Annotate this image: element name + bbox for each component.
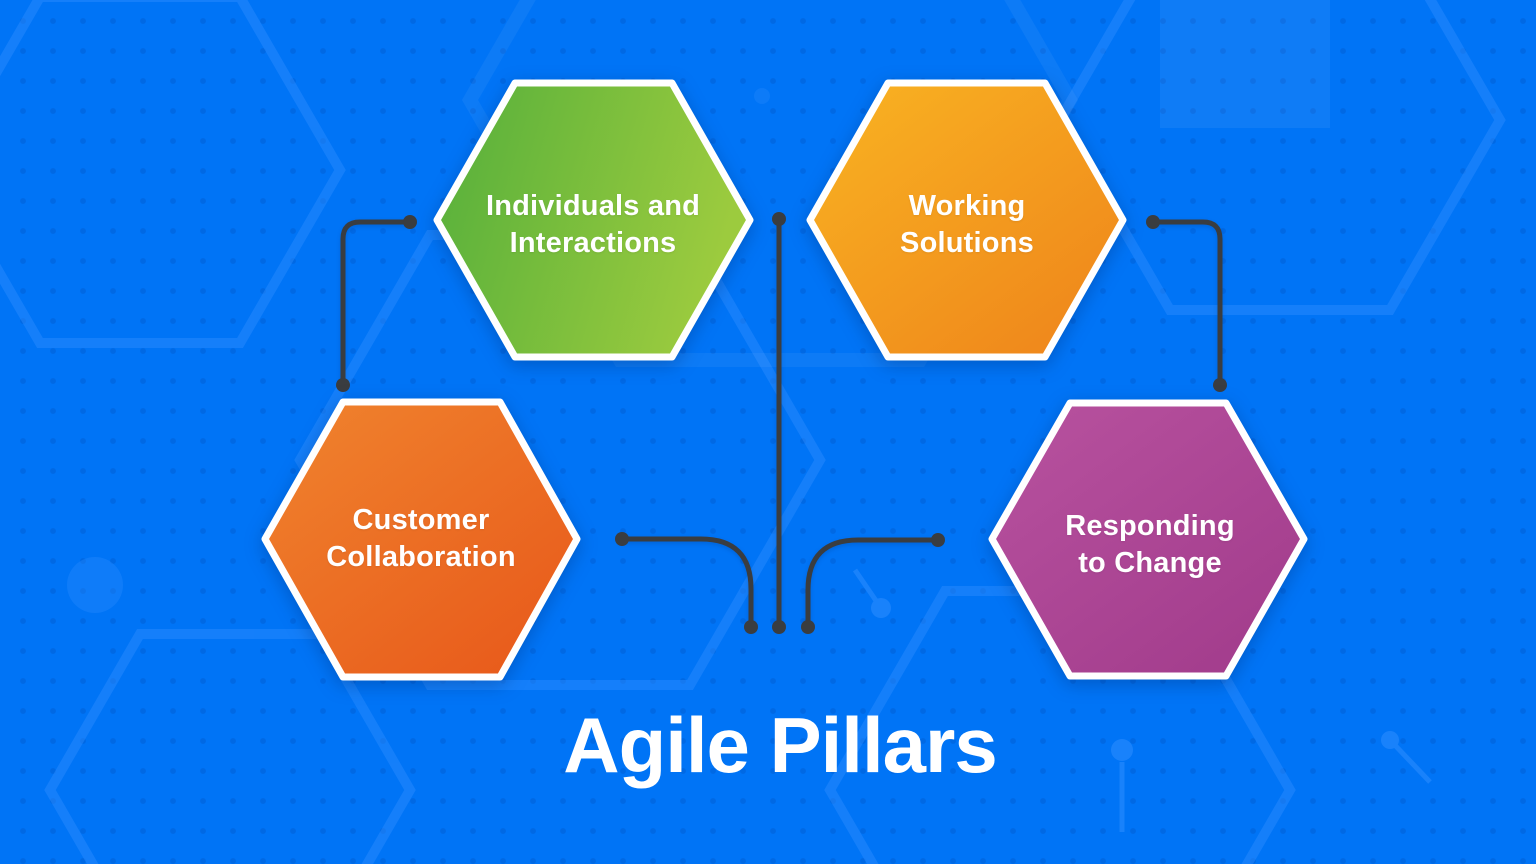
hexagon-customer-collaboration (261, 398, 581, 681)
hexagon-label-line: Solutions (900, 227, 1034, 259)
connector-endpoint-dot (336, 378, 350, 392)
hexagon-label-line: Working (908, 190, 1026, 222)
hexagon-label-line: Individuals and (485, 190, 701, 222)
connector-topright-elbow (1150, 219, 1223, 388)
hexagon-label-line: Customer (352, 504, 490, 536)
hexagon-label-individuals-and-interactions: Individuals and Interactions (443, 188, 743, 262)
connector-endpoint-dot (931, 533, 945, 547)
connector-bottomleft-curve (619, 536, 754, 630)
connector-endpoint-dot (403, 215, 417, 229)
hexagon-responding-to-change (988, 399, 1308, 680)
connector-endpoint-dot (1146, 215, 1160, 229)
hexagon-label-line: Interactions (509, 227, 677, 259)
connector-topleft-elbow (340, 219, 413, 388)
decor-light-block (1160, 0, 1330, 128)
decor-hexagon-outline (0, 0, 346, 348)
connector-bottomright-curve (805, 537, 941, 630)
hexagon-working-solutions (806, 79, 1127, 361)
hexagon-label-customer-collaboration: Customer Collaboration (271, 502, 571, 576)
connector-endpoint-dot (744, 620, 758, 634)
connector-endpoint-dot (772, 212, 786, 226)
connector-endpoint-dot (772, 620, 786, 634)
hexagon-label-working-solutions: Working Solutions (817, 188, 1117, 262)
page-title: Agile Pillars (563, 701, 998, 789)
hexagon-label-line: Collaboration (326, 541, 516, 573)
hexagon-label-line: to Change (1078, 547, 1222, 579)
hexagon-label-responding-to-change: Responding to Change (1000, 508, 1300, 582)
hexagon-individuals-and-interactions (433, 79, 754, 361)
hexagon-label-line: Responding (1065, 510, 1235, 542)
connector-endpoint-dot (801, 620, 815, 634)
connector-endpoint-dot (615, 532, 629, 546)
connector-endpoint-dot (1213, 378, 1227, 392)
